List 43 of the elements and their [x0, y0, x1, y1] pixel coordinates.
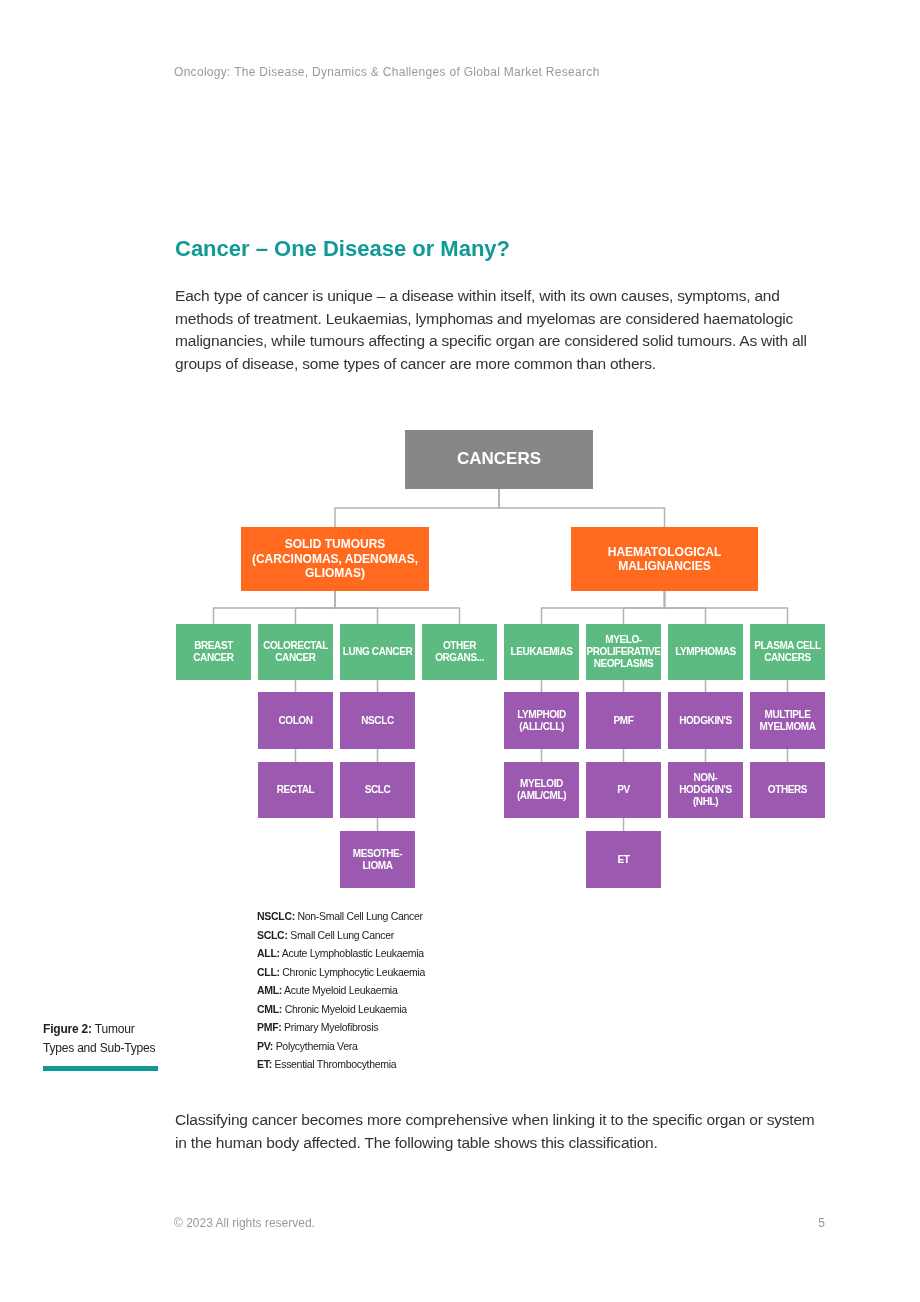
subtype-box: MESOTHE- LIOMA — [340, 831, 415, 888]
category-box: SOLID TUMOURS (CARCINOMAS, ADENOMAS, GLIOMAS) — [241, 527, 429, 591]
subtype-box: OTHERS — [750, 762, 825, 818]
subtype-box: PV — [586, 762, 661, 818]
subtype-box: SCLC — [340, 762, 415, 818]
type-box: LEUKAEMIAS — [504, 624, 579, 680]
subtype-box: MULTIPLE MYELMOMA — [750, 692, 825, 749]
abbreviation-note: ALL: Acute Lymphoblastic Leukaemia — [257, 947, 424, 959]
body-paragraph: Classifying cancer becomes more comprehensive when linking it to the specific organ or system in the human body affected. The following table shows this classification. — [175, 1110, 816, 1153]
page-heading: Cancer – One Disease or Many? — [175, 236, 511, 262]
subtype-box: NSCLC — [340, 692, 415, 749]
type-box: OTHER ORGANS... — [422, 624, 497, 680]
abbreviation-note: SCLC: Small Cell Lung Cancer — [257, 928, 394, 941]
abbreviation-note: ET: Essential Thrombocythemia — [257, 1058, 397, 1070]
subtype-box: LYMPHOID (ALL/CLL) — [504, 692, 579, 749]
abbreviation-note: NSCLC: Non-Small Cell Lung Cancer — [257, 910, 423, 922]
connector-line — [663, 590, 789, 625]
subtype-box: HODGKIN'S — [668, 692, 743, 749]
type-box: COLORECTAL CANCER — [258, 624, 333, 680]
node-box: CANCERS — [405, 430, 593, 489]
abbreviation-note: CLL: Chronic Lymphocytic Leukaemia — [257, 965, 425, 978]
subtype-box: RECTAL — [258, 762, 333, 818]
subtype-box: ET — [586, 831, 661, 888]
copyright-footer: © 2023 All rights reserved. — [174, 1216, 315, 1230]
type-box: PLASMA CELL CANCERS — [750, 624, 825, 680]
running-header: Oncology: The Disease, Dynamics & Challenges of Global Market Research — [174, 65, 600, 79]
page-number: 5 — [817, 1216, 825, 1230]
type-box: LYMPHOMAS — [668, 624, 743, 680]
abbreviation-note: AML: Acute Myeloid Leukaemia — [257, 984, 398, 996]
figure-caption: Figure 2: Tumour Types and Sub-Types — [43, 1021, 157, 1057]
subtype-box: PMF — [586, 692, 661, 749]
abbreviation-note: PMF: Primary Myelofibrosis — [257, 1021, 379, 1033]
type-box: MYELO- PROLIFERATIVE NEOPLASMS — [586, 624, 661, 680]
type-box: LUNG CANCER — [340, 624, 415, 680]
abbreviation-note: PV: Polycythemia Vera — [257, 1039, 358, 1052]
type-box: BREAST CANCER — [176, 624, 251, 680]
abbreviation-note: CML: Chronic Myeloid Leukaemia — [257, 1002, 407, 1015]
subtype-box: COLON — [258, 692, 333, 749]
category-box: HAEMATOLOGICAL MALIGNANCIES — [571, 527, 758, 591]
subtype-box: NON- HODGKIN'S (NHL) — [668, 762, 743, 818]
connector-line — [498, 488, 666, 528]
body-paragraph: Each type of cancer is unique – a disease within itself, with its own causes, symptoms, and methods of treatment. Leukaemias, lymphomas and myelomas are considered haematologic malignancies, while tumours affecting a specific organ are considered solid tumours. As with all groups of disease, some types of cancer are more common than others. — [175, 286, 808, 375]
subtype-box: MYELOID (AML/CML) — [504, 762, 579, 818]
